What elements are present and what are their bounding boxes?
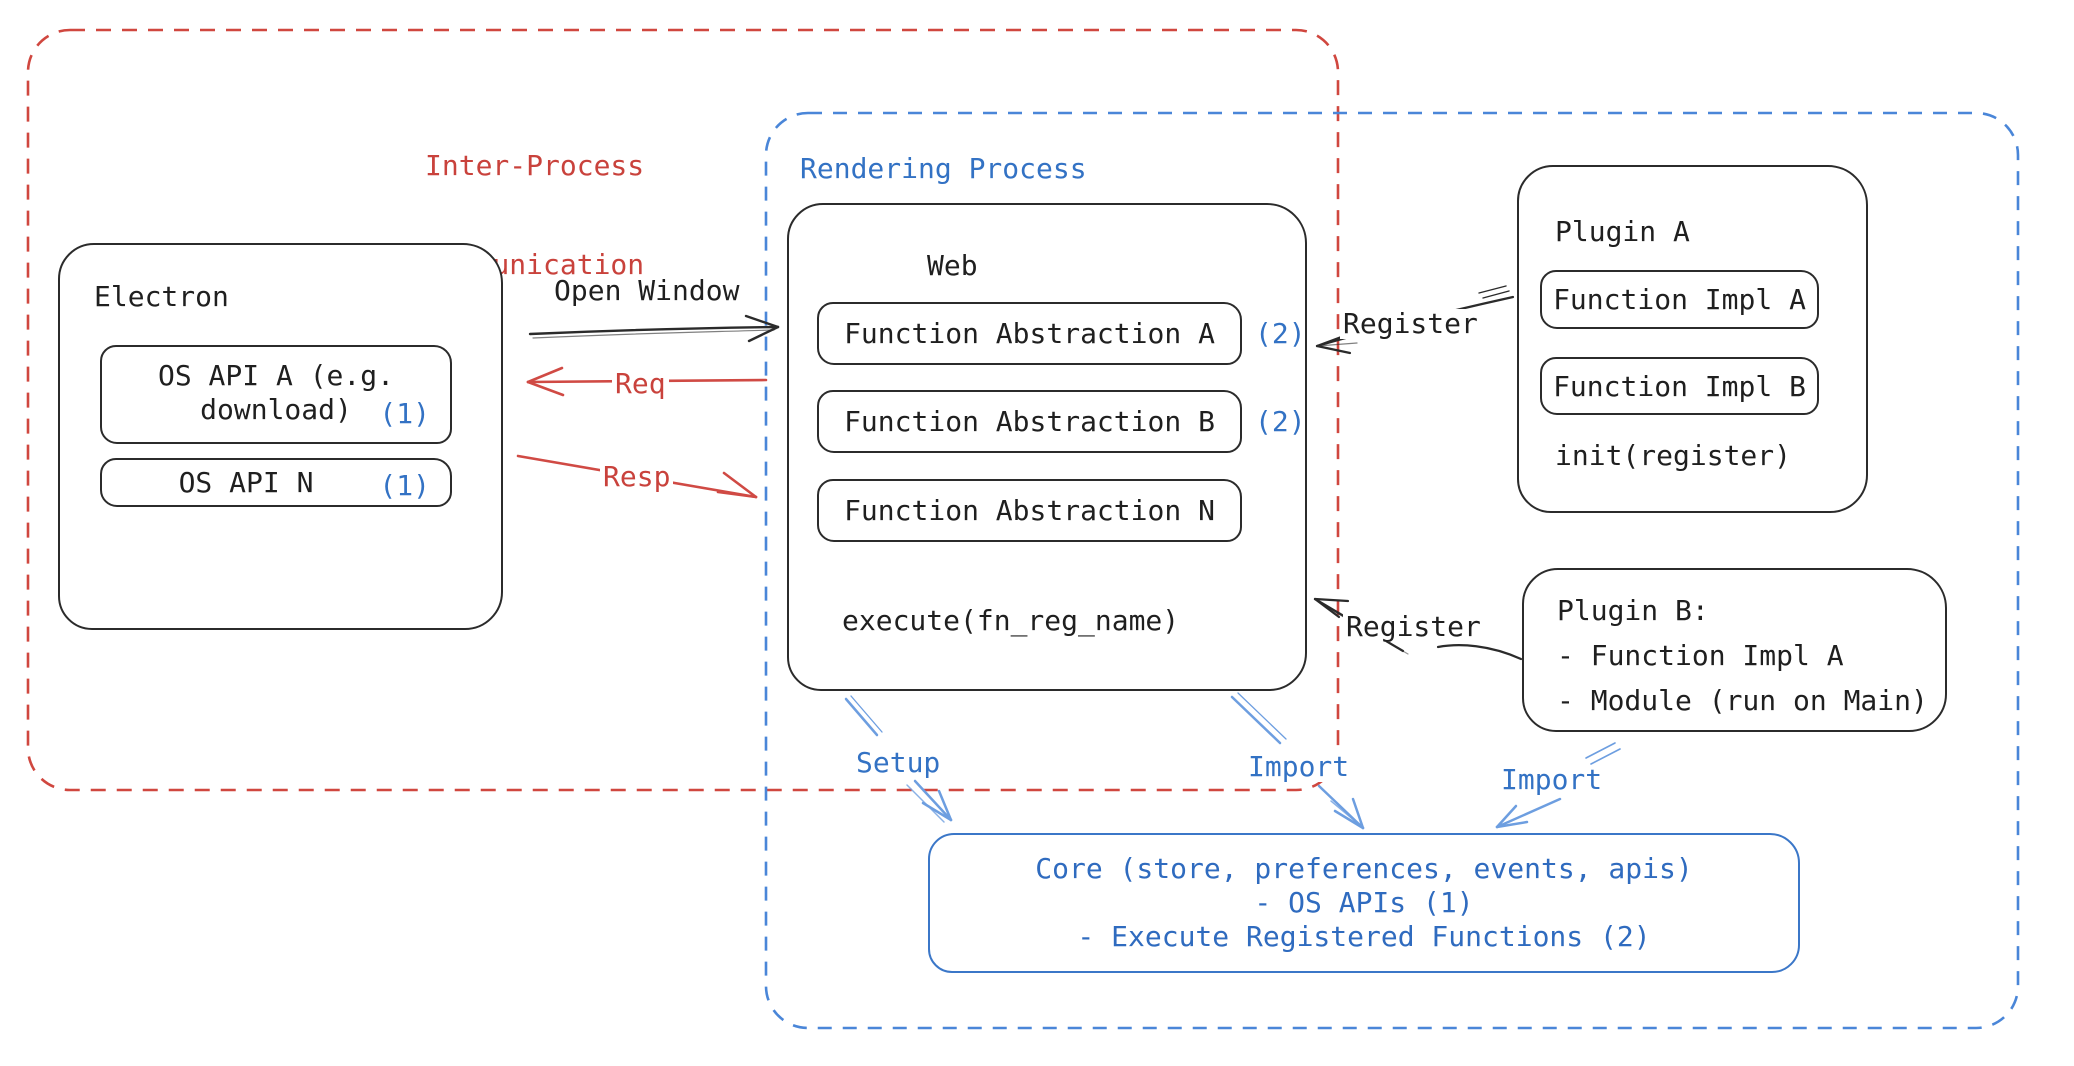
function-abstraction-n-label: Function Abstraction N	[844, 494, 1215, 527]
resp-label: Resp	[600, 462, 674, 492]
function-abstraction-b-badge: (2)	[1255, 405, 1306, 438]
plugin-b-item1: - Function Impl A	[1557, 639, 1844, 672]
os-api-n-badge: (1)	[379, 469, 430, 502]
os-api-a-badge: (1)	[379, 397, 430, 430]
import-web-label: Import	[1245, 752, 1353, 782]
import-plugin-arrow	[1495, 742, 1621, 829]
plugin-b-box: Plugin B: - Function Impl A - Module (ru…	[1522, 568, 1947, 732]
core-line1: Core (store, preferences, events, apis)	[1035, 852, 1693, 885]
electron-title: Electron	[94, 280, 229, 313]
web-box: Web Function Abstraction A (2) Function …	[787, 203, 1307, 691]
ipc-label-line1: Inter-Process	[425, 149, 645, 182]
open-window-arrow	[528, 314, 780, 343]
core-line2: - OS APIs (1)	[1254, 886, 1474, 919]
function-impl-a-box: Function Impl A	[1540, 270, 1819, 329]
function-abstraction-n-box: Function Abstraction N	[817, 479, 1242, 542]
os-api-a-box: OS API A (e.g. download) (1)	[100, 345, 452, 444]
import-web-arrow	[1230, 692, 1365, 830]
function-impl-b-box: Function Impl B	[1540, 357, 1819, 415]
function-abstraction-a-badge: (2)	[1255, 317, 1306, 350]
plugin-a-title: Plugin A	[1555, 215, 1690, 248]
function-abstraction-b-label: Function Abstraction B	[844, 405, 1215, 438]
plugin-b-item2: - Module (run on Main)	[1557, 684, 1928, 717]
os-api-a-line1: OS API A (e.g.	[157, 359, 394, 392]
os-api-a-line2: download)	[200, 393, 352, 426]
function-impl-b-label: Function Impl B	[1553, 369, 1806, 403]
function-abstraction-b-box: Function Abstraction B	[817, 390, 1242, 453]
open-window-label: Open Window	[551, 276, 743, 306]
os-api-n-box: OS API N (1)	[100, 458, 452, 507]
web-title: Web	[927, 249, 978, 282]
web-execute-label: execute(fn_reg_name)	[842, 604, 1180, 637]
register-a-label: Register	[1340, 309, 1481, 339]
core-line3: - Execute Registered Functions (2)	[1077, 920, 1651, 953]
plugin-a-box: Plugin A Function Impl A Function Impl B…	[1517, 165, 1868, 513]
setup-arrow	[844, 695, 953, 823]
req-label: Req	[612, 369, 669, 399]
core-box: Core (store, preferences, events, apis) …	[928, 833, 1800, 973]
function-abstraction-a-label: Function Abstraction A	[844, 317, 1215, 350]
rendering-region-label: Rendering Process	[800, 152, 1087, 185]
function-abstraction-a-box: Function Abstraction A	[817, 302, 1242, 365]
os-api-n-label: OS API N	[178, 466, 314, 499]
ipc-region-outline	[26, 28, 1340, 792]
function-impl-a-label: Function Impl A	[1553, 283, 1806, 316]
electron-box: Electron OS API A (e.g. download) (1) OS…	[58, 243, 503, 630]
plugin-a-init-label: init(register)	[1555, 439, 1792, 472]
import-plugin-label: Import	[1498, 765, 1606, 795]
setup-label: Setup	[853, 748, 944, 778]
plugin-b-title: Plugin B:	[1557, 594, 1709, 627]
register-b-label: Register	[1343, 612, 1484, 642]
rendering-region-outline	[764, 111, 2020, 1030]
